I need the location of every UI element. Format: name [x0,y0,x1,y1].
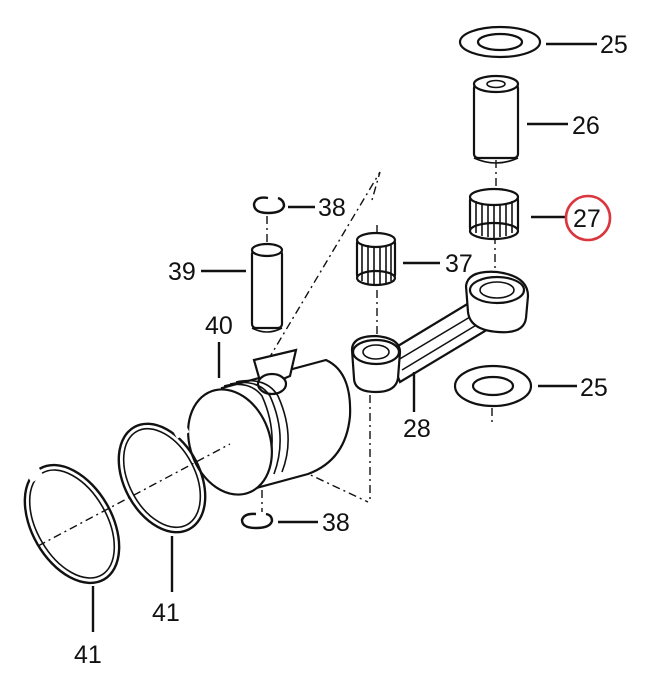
label-41-inner: 41 [152,599,180,627]
label-26: 26 [572,112,600,140]
label-38-upper: 38 [318,194,346,222]
label-27: 27 [573,205,601,233]
highlight-circle [564,194,612,242]
washer-top: 25 [458,25,628,59]
label-37: 37 [445,250,473,278]
piston-ring-outer: 41 [23,463,121,669]
piston: 40 [187,312,352,496]
needle-bearing-large: 27 [468,187,612,242]
piston-pin: 39 [168,242,284,333]
label-25-bottom: 25 [580,374,608,402]
label-41-outer: 41 [74,641,102,669]
circlip-upper: 38 [252,194,346,222]
label-25-top: 25 [600,31,628,59]
crank-pin: 26 [472,74,600,164]
label-39: 39 [168,258,196,286]
label-38-lower: 38 [322,509,350,537]
piston-ring-inner: 41 [117,422,207,627]
washer-bottom: 25 [453,364,608,408]
needle-bearing-small: 37 [355,231,473,287]
label-40: 40 [205,312,233,340]
label-28: 28 [403,415,431,443]
connecting-rod: 28 [350,270,530,443]
circlip-lower: 38 [240,509,350,537]
